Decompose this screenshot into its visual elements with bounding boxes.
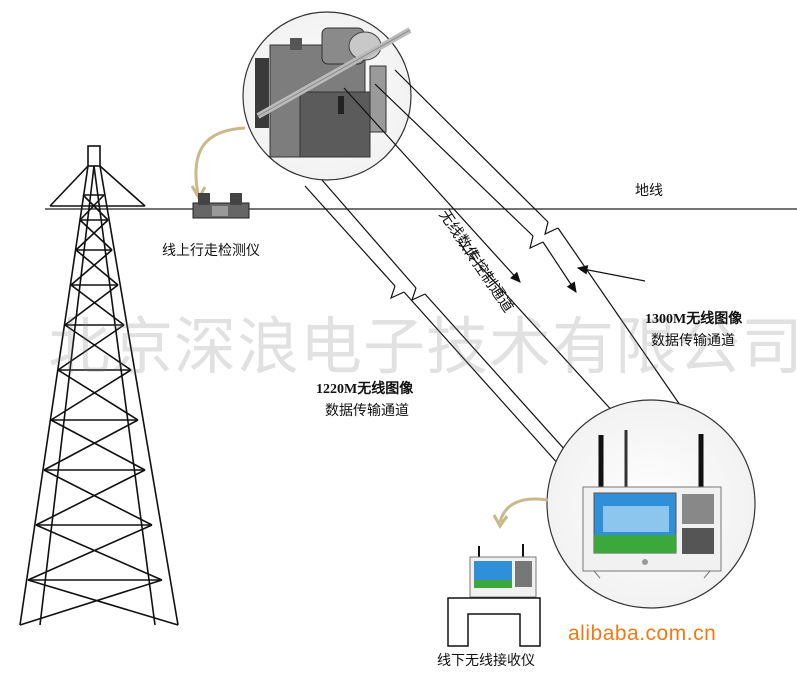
robot-closeup [242, 11, 412, 181]
watermark-text: 北京深浪电子技术有限公司 [48, 310, 797, 383]
site-watermark: alibaba.com.cn [568, 622, 717, 645]
channel-1300-label-line2: 数据传输通道 [651, 333, 735, 349]
receiver-closeup [546, 399, 756, 609]
channel-1220-label-line2: 数据传输通道 [325, 403, 409, 419]
line-detector-device [192, 193, 250, 219]
line-detector-label: 线上行走检测仪 [162, 243, 260, 259]
ground-receiver-device [447, 544, 541, 647]
ground-wire-label: 地线 [635, 183, 663, 199]
channel-1300 [374, 69, 701, 435]
curved-arrow-bottom [498, 497, 549, 523]
ground-receiver-label: 线下无线接收仪 [437, 653, 535, 669]
channel-1220-label-line1: 1220M无线图像 [316, 382, 414, 397]
transmission-tower [19, 145, 179, 626]
channel-control [343, 87, 627, 427]
curved-arrow-top [194, 126, 246, 195]
channel-1300-label-line1: 1300M无线图像 [645, 312, 743, 327]
